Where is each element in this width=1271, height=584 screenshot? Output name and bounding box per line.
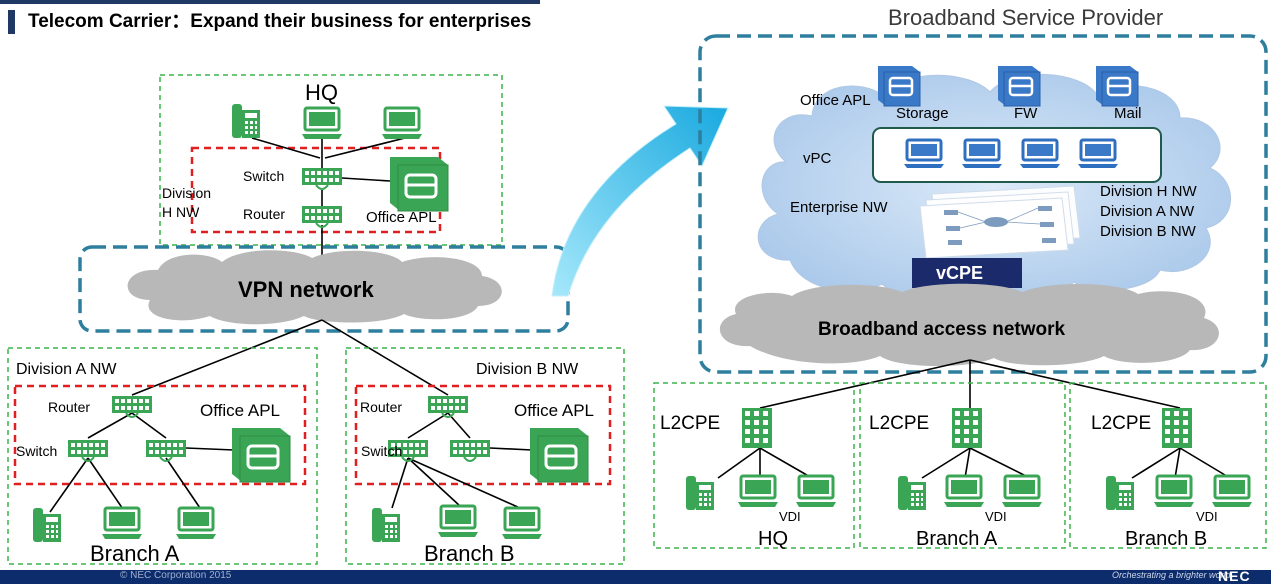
nec-logo: NEC — [1218, 568, 1251, 584]
branch-b-vdi-label: VDI — [1196, 509, 1218, 524]
network-diagram — [7, 34, 1268, 565]
hq-router-label: Router — [243, 206, 286, 222]
footer-copyright: © NEC Corporation 2015 — [120, 570, 232, 581]
branch-b-site-phone-icon — [1106, 476, 1134, 510]
site-branch-a-label: Branch A — [916, 528, 998, 550]
branch-a-vdi-label: VDI — [985, 509, 1007, 524]
title-strip — [0, 0, 540, 4]
division-a-switch-icon — [67, 439, 109, 462]
division-b-office-apl-icon — [528, 426, 590, 484]
hq-router-icon — [301, 205, 343, 228]
site-branch-a-boundary — [859, 382, 1066, 549]
access-network-label: Broadband access network — [818, 319, 1066, 340]
division-a-title: Division A NW — [16, 361, 117, 378]
vcpe-box — [912, 258, 1022, 288]
division-a-laptop-icon — [100, 506, 144, 541]
division-a-switch-icon — [145, 439, 187, 462]
hq-laptop-icon — [380, 106, 424, 141]
mail-server-icon — [1094, 64, 1140, 108]
branch-b-site-laptop-icon — [1210, 474, 1254, 509]
division-a-boundary — [7, 347, 318, 565]
division-b-title: Division B NW — [476, 361, 579, 378]
footer-tagline: Orchestrating a brighter world — [1112, 570, 1231, 580]
division-a-box — [13, 384, 307, 486]
division-b-nw-label: Division B NW — [1100, 223, 1196, 240]
branch-a-site-phone-icon — [898, 476, 926, 510]
division-a-switch-label: Switch — [16, 443, 58, 459]
vpc-label: vPC — [803, 150, 832, 167]
storage-label: Storage — [896, 105, 949, 122]
hq-switch-label: Switch — [243, 168, 285, 184]
slide-subtitle: Telecom Carrier：Expand their business fo… — [28, 11, 532, 32]
provider-boundary — [698, 34, 1268, 374]
provider-title: Broadband Service Provider — [888, 5, 1164, 30]
access-cloud-icon — [719, 283, 1219, 367]
hq-laptop-icon — [300, 106, 344, 141]
branch-a-site-laptop-icon — [1000, 474, 1044, 509]
hq-division-label: H NW — [162, 204, 200, 220]
division-b-phone-icon — [372, 508, 400, 542]
hq-site-laptop-icon — [794, 474, 838, 509]
enterprise-nw-label: Enterprise NW — [790, 199, 888, 216]
enterprise-nw-stack-icon — [919, 185, 1081, 259]
site-hq-label: HQ — [758, 528, 788, 550]
branch-b-site-laptop-icon — [1152, 474, 1196, 509]
division-a-nw-label: Division A NW — [1100, 203, 1195, 220]
branch-a-l2cpe-label: L2CPE — [869, 413, 930, 434]
hq-site-phone-icon — [686, 476, 714, 510]
division-b-boundary — [345, 347, 625, 565]
division-b-laptop-icon — [500, 506, 544, 541]
branch-a-site-laptop-icon — [942, 474, 986, 509]
branch-a-label: Branch A — [90, 541, 180, 566]
vcpe-label: vCPE — [936, 263, 984, 283]
hq-office-apl-icon — [388, 155, 450, 213]
hq-vdi-label: VDI — [779, 509, 801, 524]
migration-arrow-icon — [551, 105, 729, 297]
mail-label: Mail — [1114, 105, 1142, 122]
site-branch-b-boundary — [1069, 382, 1267, 549]
site-hq-boundary — [653, 382, 855, 549]
branch-b-l2cpe-icon — [1162, 408, 1192, 448]
hq-boundary — [159, 74, 503, 246]
hq-switch-icon — [301, 167, 343, 190]
division-b-laptop-icon — [436, 504, 480, 539]
division-h-nw-label: Division H NW — [1100, 183, 1197, 200]
division-b-box — [354, 384, 612, 486]
hq-phone-icon — [232, 104, 260, 138]
division-b-office-apl-label: Office APL — [514, 401, 595, 420]
footer-bar — [0, 570, 1271, 584]
branch-b-l2cpe-label: L2CPE — [1091, 413, 1152, 434]
hq-l2cpe-icon — [742, 408, 772, 448]
hq-site-laptop-icon — [736, 474, 780, 509]
fw-label: FW — [1014, 105, 1038, 122]
division-b-router-label: Router — [360, 399, 403, 415]
cloud-office-apl-label: Office APL — [800, 92, 871, 109]
vpn-label: VPN network — [238, 277, 374, 302]
vpn-cloud-icon — [127, 250, 502, 325]
site-branch-b-label: Branch B — [1125, 528, 1208, 550]
division-b-switch-icon — [449, 439, 491, 462]
hq-l2cpe-label: L2CPE — [660, 413, 721, 434]
division-a-office-apl-icon — [230, 426, 292, 484]
fw-server-icon — [996, 64, 1042, 108]
division-a-phone-icon — [33, 508, 61, 542]
division-b-switch-label: Switch — [361, 443, 403, 459]
heading-bullet-bar — [8, 10, 15, 34]
hq-division-label: Division — [162, 185, 212, 201]
division-a-office-apl-label: Office APL — [200, 401, 281, 420]
branch-b-label: Branch B — [424, 541, 515, 566]
branch-a-l2cpe-icon — [952, 408, 982, 448]
storage-server-icon — [876, 64, 922, 108]
division-a-laptop-icon — [174, 506, 218, 541]
division-a-router-label: Router — [48, 399, 91, 415]
hq-office-apl-label: Office APL — [366, 209, 437, 226]
hq-title: HQ — [305, 80, 338, 105]
